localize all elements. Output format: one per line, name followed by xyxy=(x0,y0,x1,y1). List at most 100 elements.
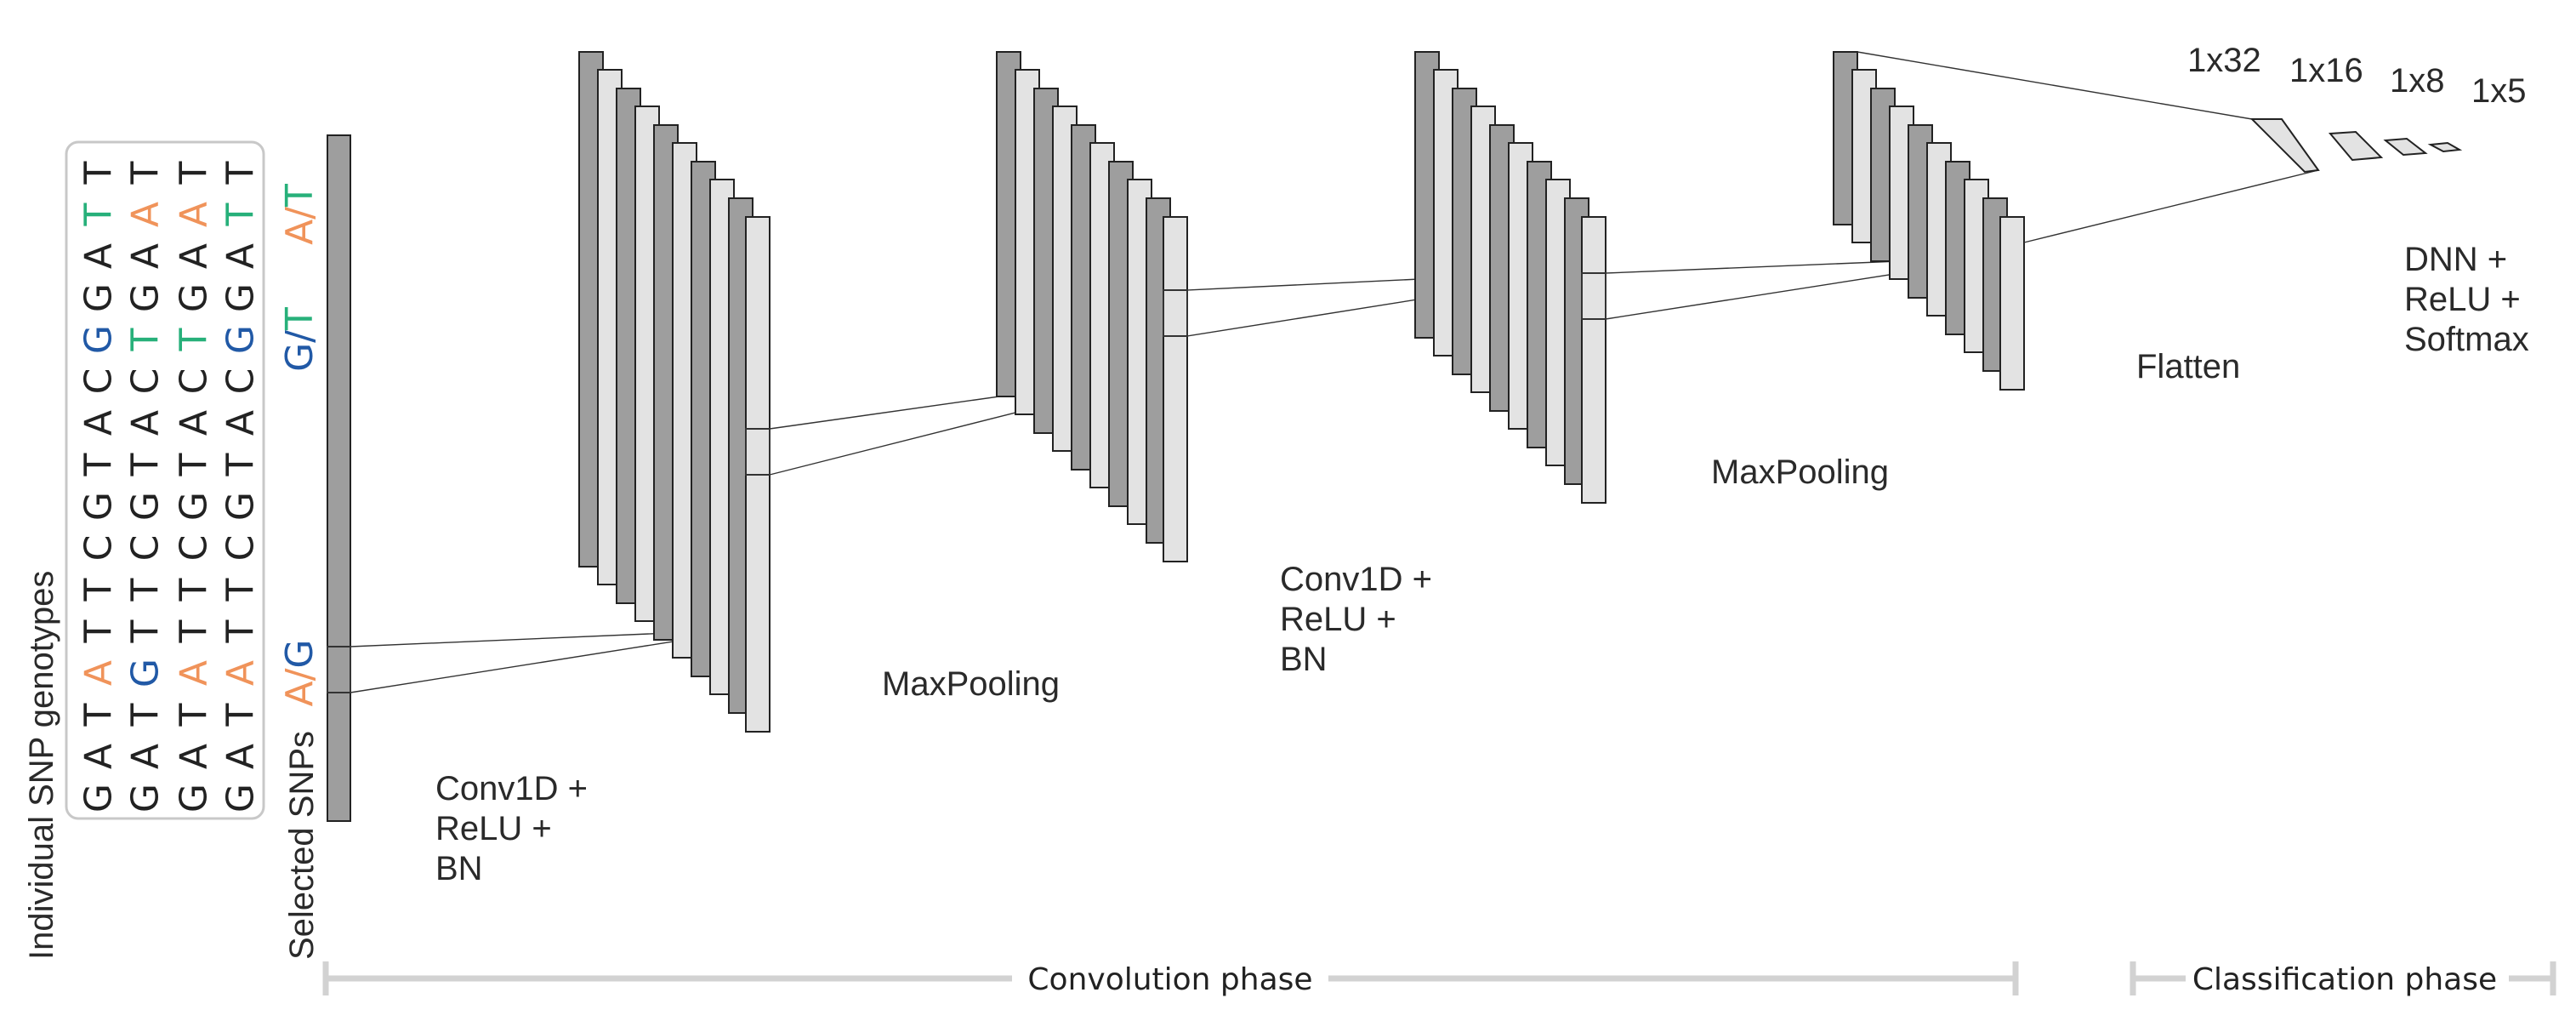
snp-base-letter: T xyxy=(77,578,121,602)
individual-genotypes-label: Individual SNP genotypes xyxy=(23,571,60,960)
snp-base-letter: G xyxy=(77,283,121,312)
snp-base-letter: T xyxy=(124,619,168,643)
snp-base-letter: T xyxy=(219,202,263,226)
snp-base-letter: G xyxy=(124,659,168,687)
snp-base-letter: A xyxy=(124,243,168,269)
snp-base-letter: T xyxy=(219,619,263,643)
snp-base-letter: A xyxy=(219,744,263,769)
snp-base-letter: A xyxy=(124,202,168,227)
dense-layer-1x5 xyxy=(2427,141,2463,153)
genotype-box xyxy=(65,140,265,820)
snp-base-letter: G xyxy=(77,784,121,813)
dense-layers xyxy=(2249,118,2463,174)
conv2-label-line3: BN xyxy=(1280,641,1328,678)
snp-base-letter: T xyxy=(219,703,263,727)
conv1-filter-stack xyxy=(578,51,771,733)
snp-base-letter: A xyxy=(173,243,216,269)
allele-second: G xyxy=(278,639,321,668)
snp-base-letter: C xyxy=(173,535,216,562)
allele-label: A/G xyxy=(278,639,321,706)
snp-base-letter: G xyxy=(77,325,121,354)
snp-base-letter: T xyxy=(124,453,168,476)
snp-base-letter: C xyxy=(219,535,263,562)
pool2-filter-stack xyxy=(1833,51,2025,391)
dense-layer-1x16 xyxy=(2328,130,2384,162)
allele-separator: / xyxy=(278,330,321,343)
snp-base-letter: A xyxy=(77,744,121,769)
snp-base-letter: A xyxy=(173,744,216,769)
snp-base-letter: A xyxy=(124,410,168,436)
allele-label: G/T xyxy=(278,307,321,372)
filter-map xyxy=(1581,216,1606,504)
conv2-receptive-window xyxy=(1581,272,1606,320)
snp-base-letter: G xyxy=(219,784,263,813)
snp-base-letter: T xyxy=(173,453,216,476)
snp-base-letter: A xyxy=(219,243,263,269)
snp-base-letter: G xyxy=(173,784,216,813)
snp-base-letter: A xyxy=(173,660,216,686)
conv2-label-line2: ReLU + xyxy=(1280,601,1396,638)
filter-map xyxy=(1999,216,2025,391)
snp-base-letter: T xyxy=(77,453,121,476)
snp-base-letter: C xyxy=(124,535,168,562)
dim-label-1x5: 1x5 xyxy=(2471,72,2527,110)
allele-separator: / xyxy=(278,668,321,681)
dnn-label-line1: DNN + xyxy=(2404,241,2507,278)
snp-base-letter: G xyxy=(124,492,168,521)
filter-map xyxy=(1163,216,1188,562)
dnn-label-line3: Softmax xyxy=(2404,321,2529,358)
snp-base-letter: T xyxy=(173,578,216,602)
dim-label-1x8: 1x8 xyxy=(2390,62,2445,100)
snp-base-letter: A xyxy=(124,744,168,769)
flatten-projection-line xyxy=(1857,51,2253,120)
input-receptive-window xyxy=(327,646,351,693)
snp-base-letter: T xyxy=(77,202,121,226)
convolution-phase-label: Convolution phase xyxy=(1027,962,1312,997)
conv1-label-line3: BN xyxy=(435,850,483,887)
pool1-filter-stack xyxy=(996,51,1188,562)
snp-base-letter: G xyxy=(219,283,263,312)
dim-label-1x32: 1x32 xyxy=(2187,42,2261,79)
snp-base-letter: A xyxy=(173,410,216,436)
snp-base-letter: T xyxy=(124,161,168,185)
snp-base-letter: T xyxy=(124,328,168,351)
allele-first: A xyxy=(278,220,321,245)
pool1-receptive-window xyxy=(1163,289,1188,337)
convolution-phase-bracket: Convolution phase xyxy=(322,961,2019,997)
snp-base-letter: A xyxy=(219,410,263,436)
allele-labels: A/GG/TA/T xyxy=(278,184,321,707)
snp-base-letter: C xyxy=(77,368,121,395)
snp-base-letter: C xyxy=(124,368,168,395)
flatten-label: Flatten xyxy=(2136,348,2240,385)
snp-base-letter: C xyxy=(173,368,216,395)
snp-base-letter: A xyxy=(77,660,121,686)
allele-first: G xyxy=(278,343,321,372)
snp-base-letter: T xyxy=(219,453,263,476)
snp-base-letter: T xyxy=(124,578,168,602)
snp-base-letter: T xyxy=(77,619,121,643)
snp-base-letter: T xyxy=(124,703,168,727)
conv2-filter-stack xyxy=(1414,51,1606,504)
snp-base-letter: T xyxy=(173,619,216,643)
snp-base-letter: G xyxy=(77,492,121,521)
snp-base-letter: A xyxy=(219,660,263,686)
selected-snps-label: Selected SNPs xyxy=(283,731,321,960)
pool1-label: MaxPooling xyxy=(882,665,1060,703)
allele-second: T xyxy=(278,184,321,208)
classification-phase-label: Classification phase xyxy=(2192,962,2497,997)
flatten-projection-line xyxy=(2023,169,2319,243)
snp-base-letter: T xyxy=(77,703,121,727)
dim-label-1x16: 1x16 xyxy=(2289,52,2363,89)
snp-base-letter: A xyxy=(77,243,121,269)
allele-label: A/T xyxy=(278,184,321,245)
allele-first: A xyxy=(278,681,321,706)
pool2-label: MaxPooling xyxy=(1711,453,1889,491)
snp-base-letter: T xyxy=(173,161,216,185)
conv1-label-line2: ReLU + xyxy=(435,810,552,847)
input-snp-bar xyxy=(327,134,351,822)
snp-base-letter: A xyxy=(77,410,121,436)
snp-base-letter: C xyxy=(219,368,263,395)
snp-base-letter: T xyxy=(173,328,216,351)
